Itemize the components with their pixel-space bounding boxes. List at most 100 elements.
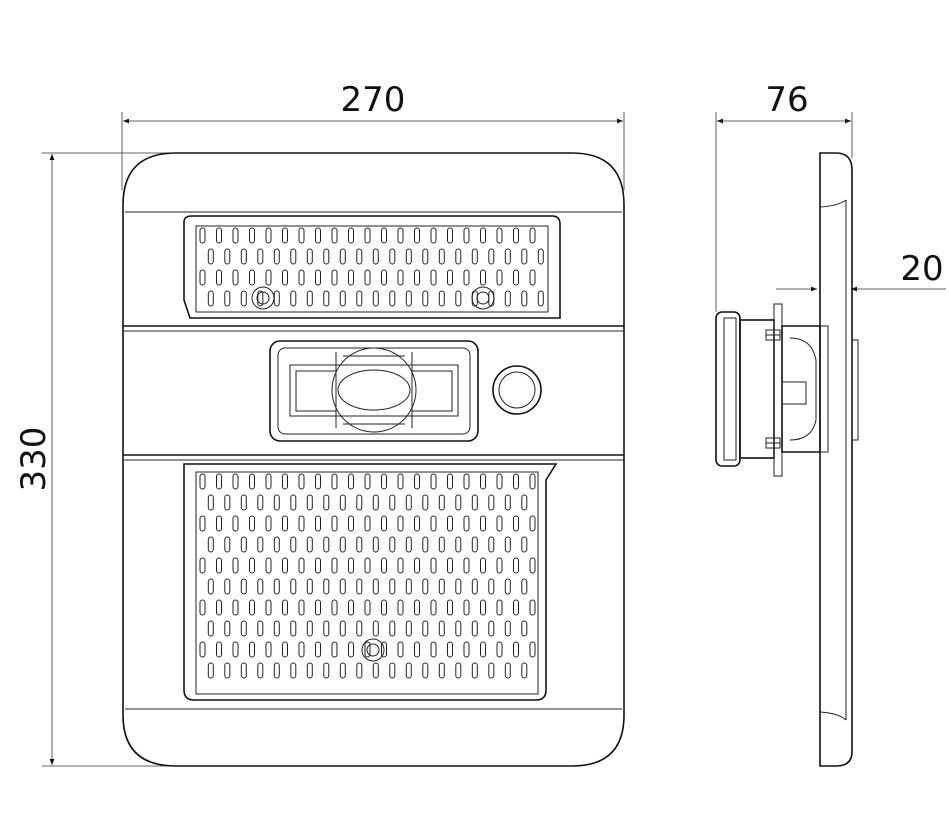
dimension-offset: 20 <box>776 249 946 292</box>
grille-slot <box>381 227 387 244</box>
grille-slot <box>364 599 371 616</box>
grille-slot <box>414 473 420 490</box>
grille-slot <box>339 620 346 637</box>
grille-slot <box>339 290 346 307</box>
grille-slot <box>529 515 536 532</box>
grille-slot <box>282 599 288 616</box>
grille-slot <box>306 662 313 679</box>
grille-slot <box>422 662 429 679</box>
grille-slot <box>257 662 264 679</box>
grille-slot <box>298 641 305 658</box>
grille-slot <box>513 227 519 244</box>
grille-slot <box>323 620 330 637</box>
grille-slot <box>207 662 214 679</box>
grille-slot <box>496 599 503 616</box>
grille-slot <box>348 557 354 574</box>
grille-slot <box>480 599 486 616</box>
grille-slot <box>430 641 437 658</box>
grille-slot <box>521 290 528 307</box>
grille-slot <box>315 599 321 616</box>
grille-slot <box>282 515 288 532</box>
grille-slot <box>455 662 462 679</box>
grille-slot <box>463 515 470 532</box>
grille-slot <box>529 599 536 616</box>
grille-slot <box>389 536 396 553</box>
grille-slot <box>513 473 519 490</box>
grille-slot <box>306 620 313 637</box>
grille-slot <box>471 248 478 265</box>
grille-slot <box>455 494 462 511</box>
grille-slot <box>315 473 321 490</box>
grille-slot <box>513 269 519 286</box>
grille-slot <box>323 290 330 307</box>
grille-slot <box>463 557 470 574</box>
grille-slot <box>331 515 338 532</box>
grille-slot <box>240 248 247 265</box>
grille-slot <box>397 473 404 490</box>
grille-slot <box>405 248 412 265</box>
grille-slot <box>372 620 379 637</box>
grille-slot <box>323 536 330 553</box>
grille-slot <box>488 578 495 595</box>
grille-slot <box>290 536 297 553</box>
grille-slot <box>224 494 231 511</box>
grille-slot <box>414 269 420 286</box>
grille-slot <box>207 494 214 511</box>
grille-slot <box>339 536 346 553</box>
grille-slot <box>537 248 544 265</box>
grille-slot <box>232 515 239 532</box>
grille-slot <box>447 473 453 490</box>
side-view <box>715 152 859 767</box>
grille-slot <box>273 578 280 595</box>
grille-slot <box>199 473 206 490</box>
grille-slot <box>463 599 470 616</box>
grille-slot <box>240 536 247 553</box>
grille-slot <box>381 269 387 286</box>
grille-slot <box>298 473 305 490</box>
grille-slot <box>496 557 503 574</box>
grille-slot <box>199 515 206 532</box>
grille-slot <box>364 515 371 532</box>
grille-slot <box>249 473 255 490</box>
grille-slot <box>389 290 396 307</box>
grille-slot <box>216 599 222 616</box>
grille-slot <box>240 494 247 511</box>
grille-slot <box>397 599 404 616</box>
grille-slot <box>504 536 511 553</box>
grille-slot <box>372 248 379 265</box>
grille-slot <box>199 227 206 244</box>
grille-slot <box>306 536 313 553</box>
grille-slot <box>537 290 544 307</box>
rocker-switch <box>269 340 479 442</box>
grille-slot <box>273 536 280 553</box>
grille-slot <box>529 227 536 244</box>
grille-slot <box>372 662 379 679</box>
screw-right <box>471 286 495 310</box>
grille-slot <box>356 494 363 511</box>
grille-slot <box>447 557 453 574</box>
grille-slot <box>232 227 239 244</box>
grille-slot <box>348 473 354 490</box>
grille-slot <box>521 620 528 637</box>
grille-slot <box>496 515 503 532</box>
grille-slot <box>414 515 420 532</box>
grille-slot <box>265 473 272 490</box>
grille-slot <box>364 227 371 244</box>
grille-slot <box>232 641 239 658</box>
grille-slot <box>273 620 280 637</box>
grille-slot <box>323 578 330 595</box>
grille-slot <box>232 557 239 574</box>
grille-slot <box>430 269 437 286</box>
grille-slot <box>207 248 214 265</box>
grille-slot <box>455 578 462 595</box>
grille-slot <box>504 290 511 307</box>
grille-slot <box>364 269 371 286</box>
grille-slot <box>521 494 528 511</box>
grille-slot <box>348 599 354 616</box>
side-bolt-bottom <box>765 437 781 449</box>
grille-slot <box>430 557 437 574</box>
grille-slot <box>257 290 264 307</box>
indicator-button <box>492 365 542 415</box>
grille-slot <box>257 536 264 553</box>
grille-slot <box>356 662 363 679</box>
